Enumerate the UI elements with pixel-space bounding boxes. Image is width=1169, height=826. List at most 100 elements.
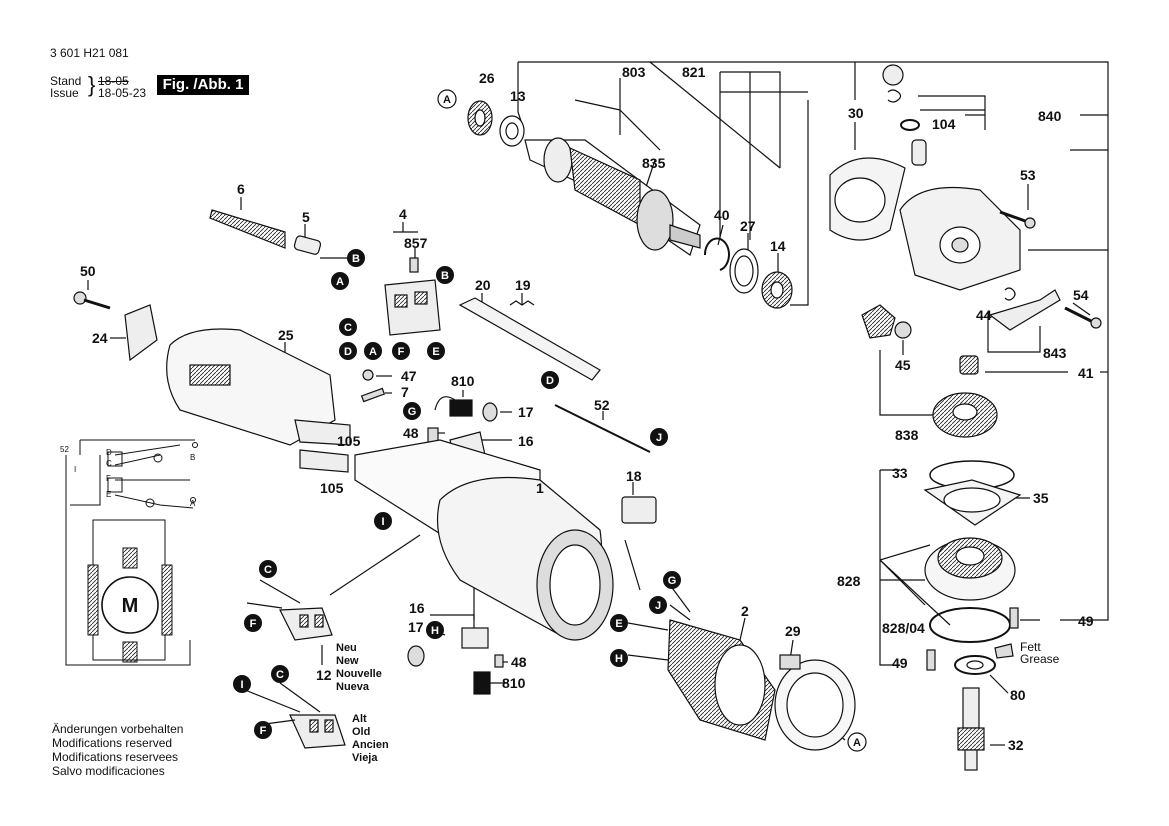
screw-50 <box>73 291 111 310</box>
fan-baffle-29 <box>774 654 856 751</box>
label-54: 54 <box>1073 287 1089 303</box>
label-12: 12 <box>316 667 332 683</box>
label-50: 50 <box>80 263 96 279</box>
terminal-F: F <box>106 474 111 483</box>
label-4: 4 <box>399 206 407 222</box>
label-32: 32 <box>1008 737 1024 753</box>
motor-symbol: M <box>122 595 139 617</box>
label-20: 20 <box>475 277 491 293</box>
label-80: 80 <box>1010 687 1026 703</box>
slide-switch-18 <box>621 496 657 524</box>
label-828-04: 828/04 <box>882 620 925 636</box>
field-coil-2 <box>667 619 776 741</box>
label-30: 30 <box>848 105 864 121</box>
footer-note: Modifications reservees <box>52 750 179 764</box>
callout-G-2: G <box>668 575 677 587</box>
footer-note: Salvo modificaciones <box>52 764 165 778</box>
suppressor-wire <box>434 396 456 411</box>
lock-pin <box>911 139 927 166</box>
label-41: 41 <box>1078 365 1094 381</box>
clip-17-lower <box>407 645 425 667</box>
label-24: 24 <box>92 330 108 346</box>
figure-label: Fig. /Abb. 1 <box>157 75 249 95</box>
label-45: 45 <box>895 357 911 373</box>
terminal-C: C <box>106 459 112 468</box>
clamp-24 <box>124 304 158 362</box>
label-835: 835 <box>642 155 666 171</box>
lever-843 <box>988 289 1061 331</box>
label-33: 33 <box>892 465 908 481</box>
wire-I-old <box>239 687 301 713</box>
spring-44 <box>1004 287 1016 301</box>
callouts: A A B A B <box>233 89 867 752</box>
motor-housing-25 <box>166 328 351 473</box>
bearing-26 <box>467 100 493 136</box>
callout-A-bottom: A <box>847 732 867 752</box>
label-838: 838 <box>895 427 919 443</box>
cable-52 <box>554 404 651 453</box>
callout-A-2: A <box>336 276 344 288</box>
old-legend-line: Vieja <box>352 752 378 764</box>
callout-J-2: J <box>655 600 661 612</box>
bearing-13 <box>499 115 525 147</box>
spindle-32 <box>957 687 985 771</box>
circlip-40 <box>703 237 730 271</box>
pinion-gear <box>861 304 896 339</box>
label-53: 53 <box>1020 167 1036 183</box>
washer-80 <box>954 655 996 675</box>
stand-date: 18-05 <box>98 74 129 88</box>
callout-C-1: C <box>344 322 352 334</box>
label-16: 16 <box>518 433 534 449</box>
callout-A-3: A <box>369 346 377 358</box>
label-840: 840 <box>1038 108 1062 124</box>
label-47: 47 <box>401 368 417 384</box>
label-18: 18 <box>626 468 642 484</box>
suppressor-810 <box>449 399 473 417</box>
issue-label: Issue <box>50 86 79 100</box>
callout-H-1: H <box>431 625 439 637</box>
screw-48-lower <box>494 654 504 668</box>
terminal-I: I <box>74 465 76 474</box>
label-16-lower: 16 <box>409 600 425 616</box>
clip-17 <box>482 402 498 422</box>
screw-48 <box>427 427 439 443</box>
label-44: 44 <box>976 307 992 323</box>
label-810: 810 <box>451 373 475 389</box>
wire-C-new <box>259 579 301 604</box>
label-35: 35 <box>1033 490 1049 506</box>
label-29: 29 <box>785 623 801 639</box>
callout-B-1: B <box>352 253 360 265</box>
issue-date: 18-05-23 <box>98 86 147 100</box>
cover-plate-30 <box>829 157 906 241</box>
housing-1 <box>354 439 614 641</box>
label-821: 821 <box>682 64 706 80</box>
callout-I-2: I <box>240 679 243 691</box>
bearing-flange-828 <box>924 537 1016 601</box>
clip-7 <box>360 387 386 403</box>
callout-D-1: D <box>344 346 352 358</box>
wire-F-new <box>246 602 283 609</box>
stand-label: Stand <box>50 74 82 88</box>
label-49-upper: 49 <box>1078 613 1094 629</box>
label-843: 843 <box>1043 345 1067 361</box>
label-803: 803 <box>622 64 646 80</box>
label-49-lower: 49 <box>892 655 908 671</box>
callout-E-2: E <box>615 618 622 630</box>
bearing-41 <box>959 355 979 375</box>
wire-E <box>627 622 669 631</box>
bevel-gear-838 <box>932 392 998 438</box>
label-25: 25 <box>278 327 294 343</box>
label-5: 5 <box>302 209 310 225</box>
spring-19 <box>509 300 535 306</box>
callout-C-3: C <box>276 669 284 681</box>
wire-F-old <box>264 719 296 725</box>
terminal-E: E <box>106 490 111 499</box>
svg-text:A: A <box>443 94 451 106</box>
label-6: 6 <box>237 181 245 197</box>
carbon-brush-holder-new-12 <box>279 607 333 641</box>
new-legend-line: Neu <box>336 642 357 654</box>
wire-J <box>669 604 691 621</box>
label-105-lower: 105 <box>320 480 344 496</box>
